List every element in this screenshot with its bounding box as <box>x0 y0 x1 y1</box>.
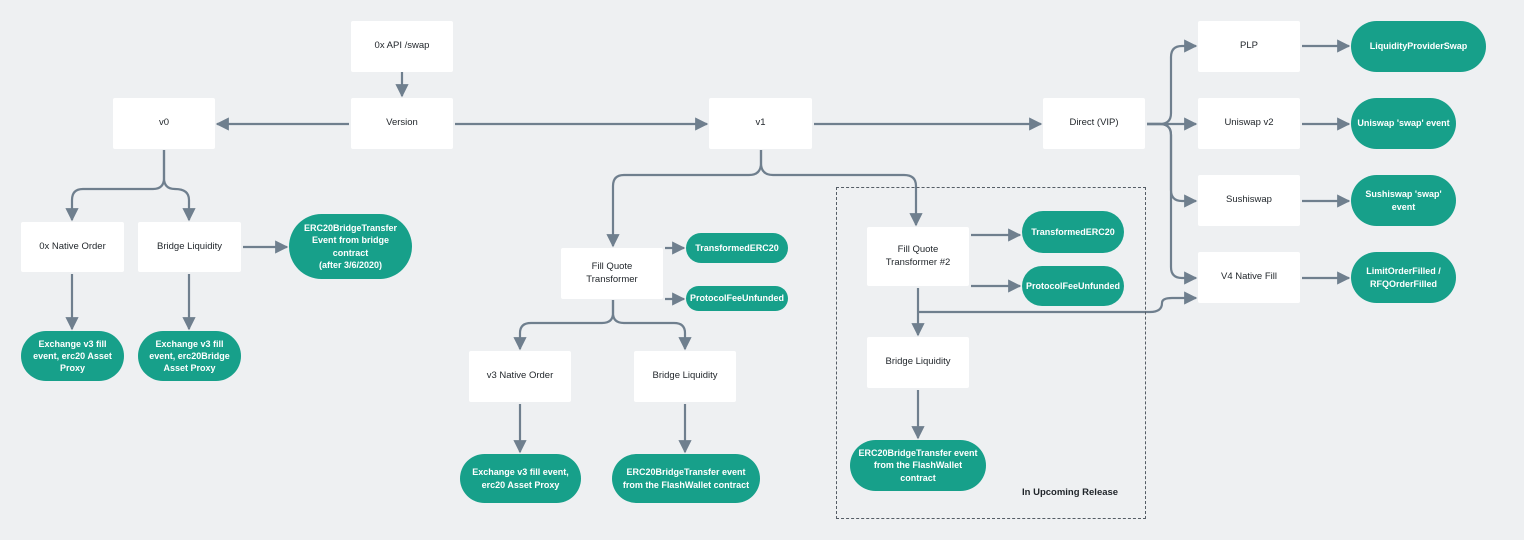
direct-vip-node: Direct (VIP) <box>1043 98 1145 149</box>
edge-v0-bridge <box>162 150 196 222</box>
exchange-v3-fill-event: Exchange v3 fill event, erc20 Asset Prox… <box>460 454 581 503</box>
transformed-erc20-event: TransformedERC20 <box>686 233 788 263</box>
edge-fqt-bridge1 <box>611 300 692 351</box>
transformed-erc20-event-2: TransformedERC20 <box>1022 211 1124 253</box>
api-swap-node: 0x API /swap <box>351 21 453 72</box>
exchange-v3-erc20-event: Exchange v3 fill event, erc20 Asset Prox… <box>21 331 124 381</box>
fill-quote-transformer-node: Fill Quote Transformer <box>561 248 663 299</box>
exchange-v3-erc20bridge-event: Exchange v3 fill event, erc20Bridge Asse… <box>138 331 241 381</box>
bridge-liquidity-v0-node: Bridge Liquidity <box>138 222 241 272</box>
uniswap-v2-node: Uniswap v2 <box>1198 98 1300 149</box>
protocol-fee-unfunded-event: ProtocolFeeUnfunded <box>686 286 788 311</box>
v0-node: v0 <box>113 98 215 149</box>
native-0x-order-node: 0x Native Order <box>21 222 124 272</box>
sushiswap-swap-event: Sushiswap 'swap' event <box>1351 175 1456 226</box>
plp-node: PLP <box>1198 21 1300 72</box>
edge-v1-fqt2 <box>759 150 923 227</box>
edge-v0-native <box>65 150 166 222</box>
upcoming-release-region <box>836 187 1146 519</box>
fill-quote-transformer-2-node: Fill Quote Transformer #2 <box>867 227 969 286</box>
edge-direct-v4 <box>1147 122 1198 285</box>
v4-native-fill-node: V4 Native Fill <box>1198 252 1300 303</box>
erc20-bridge-transfer-flashwallet-event-2: ERC20BridgeTransfer event from the Flash… <box>850 440 986 491</box>
bridge-liquidity-v2-node: Bridge Liquidity <box>867 337 969 388</box>
edge-fqt2-v4 <box>918 291 1198 314</box>
upcoming-release-label: In Upcoming Release <box>1022 487 1119 498</box>
uniswap-swap-event: Uniswap 'swap' event <box>1351 98 1456 149</box>
liquidity-provider-swap-event: LiquidityProviderSwap <box>1351 21 1486 72</box>
edge-direct-plp <box>1147 39 1198 126</box>
limit-order-filled-event: LimitOrderFilled / RFQOrderFilled <box>1351 252 1456 303</box>
v1-node: v1 <box>709 98 812 149</box>
edge-fqt-v3native <box>513 300 615 351</box>
version-node: Version <box>351 98 453 149</box>
bridge-liquidity-v1-node: Bridge Liquidity <box>634 351 736 402</box>
erc20-bridge-transfer-flashwallet-event: ERC20BridgeTransfer event from the Flash… <box>612 454 760 503</box>
sushiswap-node: Sushiswap <box>1198 175 1300 226</box>
erc20-bridge-transfer-event: ERC20BridgeTransfer Event from bridge co… <box>289 214 412 279</box>
protocol-fee-unfunded-event-2: ProtocolFeeUnfunded <box>1022 266 1124 306</box>
edge-v1-fqt <box>606 150 763 248</box>
v3-native-order-node: v3 Native Order <box>469 351 571 402</box>
